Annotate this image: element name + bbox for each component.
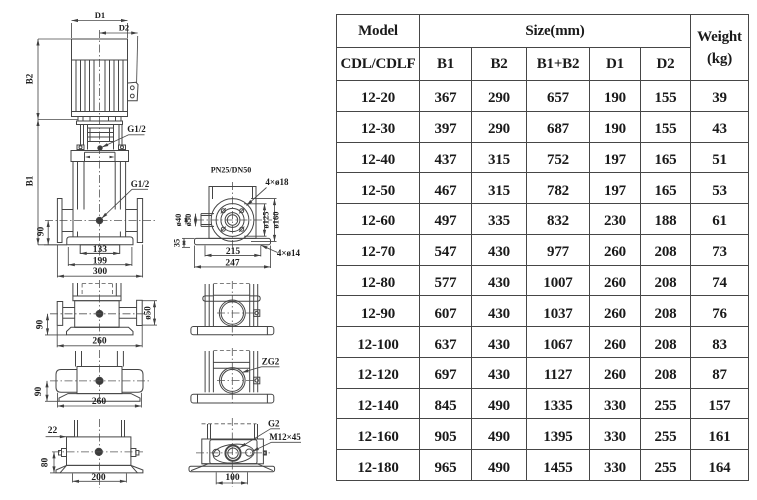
- svg-text:300: 300: [93, 267, 108, 277]
- svg-text:90: 90: [37, 227, 47, 237]
- svg-text:B1: B1: [25, 175, 35, 186]
- svg-text:247: 247: [225, 259, 240, 269]
- svg-text:133: 133: [93, 245, 108, 255]
- svg-text:B2: B2: [25, 73, 35, 84]
- svg-text:ø50: ø50: [142, 306, 152, 320]
- svg-text:100: 100: [225, 473, 240, 483]
- svg-text:G1/2: G1/2: [131, 179, 150, 189]
- svg-text:90: 90: [34, 387, 44, 397]
- svg-text:PN25/DN50: PN25/DN50: [211, 165, 251, 174]
- svg-text:199: 199: [93, 256, 108, 266]
- svg-text:G2: G2: [268, 419, 280, 429]
- svg-text:D2: D2: [119, 23, 129, 33]
- svg-text:215: 215: [226, 247, 241, 257]
- svg-text:M12×45: M12×45: [269, 432, 301, 442]
- svg-text:90: 90: [36, 320, 46, 330]
- svg-text:260: 260: [92, 337, 107, 347]
- svg-text:260: 260: [92, 397, 107, 407]
- svg-text:4×ø14: 4×ø14: [277, 248, 301, 258]
- svg-text:ø160: ø160: [271, 212, 281, 229]
- svg-text:ø125: ø125: [261, 212, 271, 229]
- svg-text:22: 22: [48, 426, 58, 436]
- svg-text:ø40: ø40: [173, 214, 183, 227]
- svg-text:G1/2: G1/2: [127, 124, 146, 134]
- svg-text:200: 200: [91, 473, 106, 483]
- svg-text:D1: D1: [95, 10, 105, 20]
- svg-text:ZG2: ZG2: [262, 357, 280, 367]
- svg-text:ø50: ø50: [183, 214, 193, 227]
- svg-text:35: 35: [171, 239, 181, 248]
- svg-text:4×ø18: 4×ø18: [265, 177, 289, 187]
- svg-text:80: 80: [41, 458, 51, 468]
